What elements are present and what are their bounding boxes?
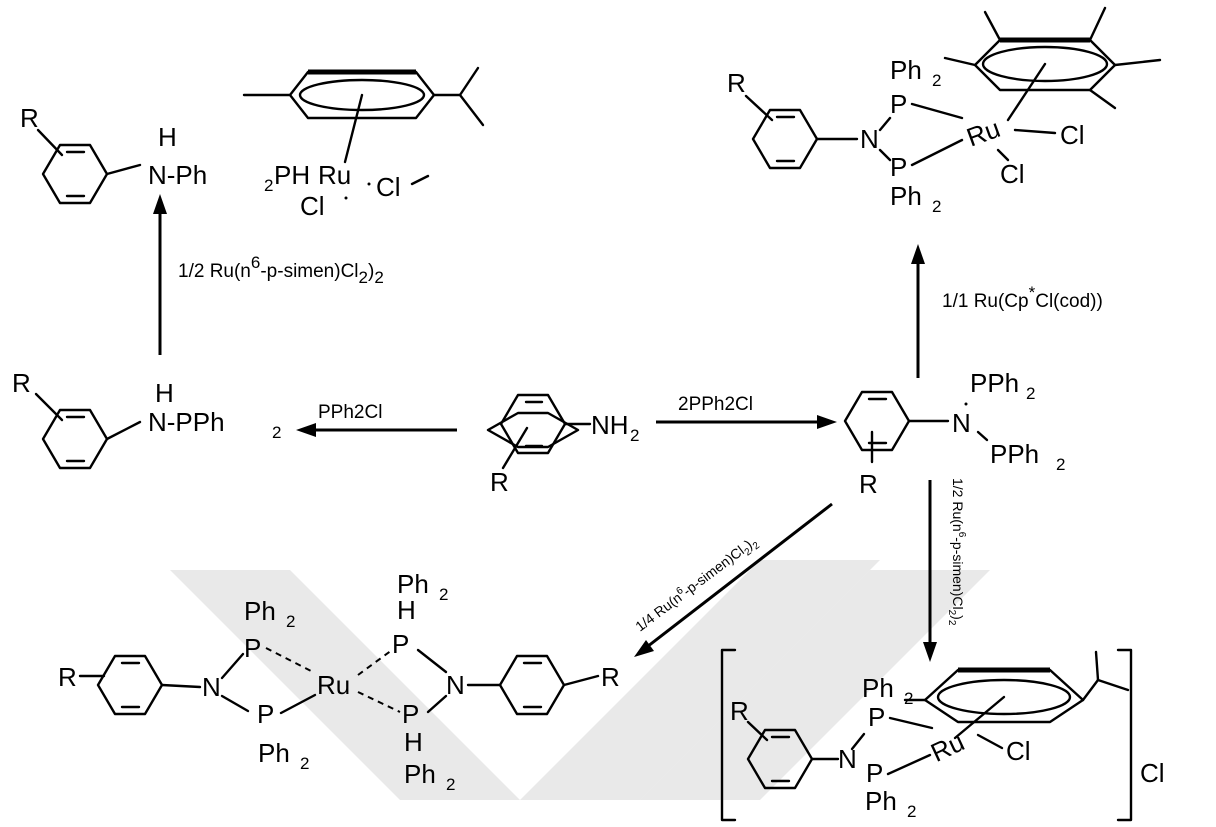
chelate-ph-bottom-sub: 2 xyxy=(907,802,916,821)
cp-complex-ph-bottom: Ph xyxy=(890,181,922,211)
bis-complex-ph-right-top: Ph xyxy=(397,569,429,599)
cp-complex-ph-bottom-sub: 2 xyxy=(932,197,941,216)
cp-complex-cl2-label: Cl xyxy=(1000,159,1025,189)
reagent-2pph2cl: 2PPh2Cl xyxy=(678,394,753,415)
chelate-ph-top: Ph xyxy=(862,673,894,703)
bis-complex-n-left: N xyxy=(202,672,221,702)
cp-complex-r-label: R xyxy=(727,68,746,98)
aminophosphine-sub: 2 xyxy=(272,423,281,442)
bis-complex-p-right-bottom: P xyxy=(402,699,419,729)
bis-complex-ph-right-bottom: Ph xyxy=(404,759,436,789)
bis-complex-r-right: R xyxy=(601,662,620,692)
aniline-molecule: R NH 2 xyxy=(486,393,639,497)
cp-complex-n-label: N xyxy=(860,124,879,154)
bis-complex-p-left-bottom: P xyxy=(257,699,274,729)
bis-complex-p-left-top: P xyxy=(244,633,261,663)
arrow-to-aminophosphine: PPh2Cl xyxy=(296,402,457,437)
chelate-p-top: P xyxy=(868,702,885,732)
aniline-nh-subscript: 2 xyxy=(630,426,639,445)
reagent-half-ru-cymene-vertical: 1/2 Ru(n6-p-simen)Cl2)2 xyxy=(946,478,967,626)
bis-complex-ph-left-top: Ph xyxy=(244,596,276,626)
chelate-p-bottom: P xyxy=(866,758,883,788)
bis-complex-ph-left-bottom-sub: 2 xyxy=(300,754,309,773)
bisphosphine-sub-top: 2 xyxy=(1026,384,1035,403)
bisphosphine-molecule: R N PPh 2 PPh 2 xyxy=(843,368,1065,499)
ru-cp-complex: R N P P Ph 2 Ph 2 Ru Cl Cl xyxy=(727,6,1162,216)
reagent-half-ru-cymene: 1/2 Ru(n6-p-simen)Cl2)2 xyxy=(178,253,384,287)
chelate-ph-bottom: Ph xyxy=(865,786,897,816)
chelate-cl-label: Cl xyxy=(1006,736,1031,766)
counterion-cl-label: Cl xyxy=(1140,758,1165,788)
cymene-complex-h-label: H xyxy=(158,122,177,152)
reagent-pph2cl: PPh2Cl xyxy=(318,402,382,423)
aminophosphine-r-label: R xyxy=(12,368,31,398)
cp-complex-ph-top-sub: 2 xyxy=(932,71,941,90)
cymene-complex-cl2-label: Cl xyxy=(376,172,401,202)
bis-complex-h-bottom: H xyxy=(404,727,423,757)
bis-complex-p-right-top: P xyxy=(392,629,409,659)
bis-complex-ph-left-top-sub: 2 xyxy=(286,612,295,631)
background-watermark xyxy=(170,560,990,800)
bis-complex-ph-left-bottom: Ph xyxy=(258,738,290,768)
bis-complex-r-left: R xyxy=(58,662,77,692)
bis-complex-ru-label: Ru xyxy=(317,670,350,700)
arrow-to-bisphosphine: 2PPh2Cl xyxy=(656,394,837,429)
chelate-r-label: R xyxy=(730,696,749,726)
cymene-complex-ligand-label: N-Ph xyxy=(148,160,207,190)
cymene-complex-r-label: R xyxy=(20,103,39,133)
aniline-nh-label: NH xyxy=(591,410,629,440)
aminophosphine-molecule: R H N-PPh 2 xyxy=(12,368,281,470)
cp-complex-p-top: P xyxy=(890,89,907,119)
cp-complex-p-bottom: P xyxy=(890,152,907,182)
cymene-complex-ph-label: PH xyxy=(274,160,310,190)
aniline-r-label: R xyxy=(490,467,509,497)
chelate-n-label: N xyxy=(838,744,857,774)
arrow-to-ru-cymene-complex: 1/2 Ru(n6-p-simen)Cl2)2 xyxy=(153,194,384,355)
bis-complex-h-top: H xyxy=(397,595,416,625)
arrow-to-ru-cp-complex: 1/1 Ru(Cp*Cl(cod)) xyxy=(911,244,1103,378)
bisphosphine-n-label: N xyxy=(952,408,971,438)
ru-cymene-chelate-complex: Cl R N P P Ph 2 Ph 2 Ru Cl xyxy=(720,648,1165,822)
chelate-ph-top-sub: 2 xyxy=(904,689,913,708)
cymene-complex-ru-label: Ru xyxy=(318,160,351,190)
cymene-complex-sub: 2 xyxy=(264,176,273,195)
bisphosphine-pph-bottom: PPh xyxy=(990,439,1039,469)
bis-ligand-ru-complex: R N P P Ph 2 Ph 2 Ru P P H Ph 2 H Ph 2 N xyxy=(58,569,620,794)
bis-complex-ph-right-bottom-sub: 2 xyxy=(446,775,455,794)
arrow-to-ru-cymene-chelate: 1/2 Ru(n6-p-simen)Cl2)2 xyxy=(923,478,967,662)
reagent-one-ru-cp: 1/1 Ru(Cp*Cl(cod)) xyxy=(942,283,1103,312)
bis-complex-ph-right-top-sub: 2 xyxy=(439,585,448,604)
aminophosphine-npph-label: N-PPh xyxy=(148,407,225,437)
aminophosphine-h-label: H xyxy=(155,378,174,408)
cp-complex-cl1-label: Cl xyxy=(1060,120,1085,150)
bisphosphine-sub-bottom: 2 xyxy=(1056,455,1065,474)
bisphosphine-pph-top: PPh xyxy=(970,368,1019,398)
cp-complex-ru-label: Ru xyxy=(963,113,1005,153)
ru-cymene-complex: R H N-Ph 2 PH Ru Cl Cl xyxy=(20,66,485,221)
cp-complex-ph-top: Ph xyxy=(890,55,922,85)
bisphosphine-r-label: R xyxy=(859,469,878,499)
bis-complex-n-right: N xyxy=(446,670,465,700)
cymene-complex-cl1-label: Cl xyxy=(300,191,325,221)
